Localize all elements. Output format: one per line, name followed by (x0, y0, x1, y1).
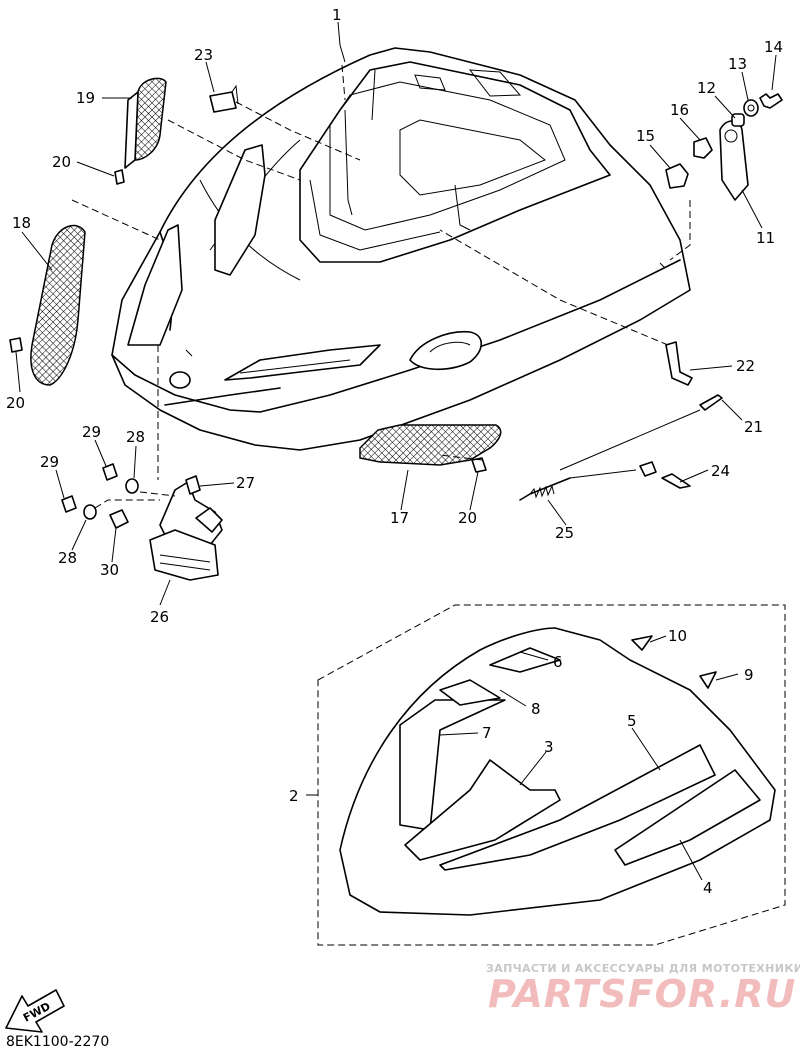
decal-set (317, 604, 786, 946)
hardware (9, 84, 783, 501)
callout-28a: 28 (126, 428, 145, 446)
leader-lines (15, 21, 777, 881)
callout-9: 9 (744, 666, 754, 684)
callout-30: 30 (100, 561, 119, 579)
callout-29a: 29 (82, 423, 101, 441)
callout-12: 12 (697, 79, 716, 97)
callout-20a: 20 (52, 153, 71, 171)
callout-16: 16 (670, 101, 689, 119)
callout-19: 19 (76, 89, 95, 107)
callout-3: 3 (544, 738, 554, 756)
callout-11: 11 (756, 229, 775, 247)
callout-8: 8 (531, 700, 541, 718)
diagram-part-code: 8EK1100-2270 (6, 1034, 110, 1050)
callout-15: 15 (636, 127, 655, 145)
front-cowl (111, 47, 691, 451)
bracket-assembly (61, 463, 223, 581)
callout-4: 4 (703, 879, 713, 897)
callout-13: 13 (728, 55, 747, 73)
callout-27: 27 (236, 474, 255, 492)
callout-25: 25 (555, 524, 574, 542)
callout-1: 1 (332, 6, 342, 24)
callout-24: 24 (711, 462, 730, 480)
callout-28b: 28 (58, 549, 77, 567)
callout-5: 5 (627, 712, 637, 730)
callout-21: 21 (744, 418, 763, 436)
callout-29b: 29 (40, 453, 59, 471)
callouts: 1 2 3 4 5 6 7 8 9 10 11 12 13 14 15 16 1… (6, 6, 783, 897)
callout-20b: 20 (6, 394, 25, 412)
callout-10: 10 (668, 627, 687, 645)
callout-6: 6 (553, 653, 563, 671)
callout-7: 7 (482, 724, 492, 742)
mesh-panels (30, 77, 502, 466)
callout-18: 18 (12, 214, 31, 232)
fwd-arrow-icon: FWD (5, 989, 65, 1033)
watermark-logo: PARTSFOR.RU (488, 972, 797, 1016)
callout-2: 2 (289, 787, 299, 805)
callout-20c: 20 (458, 509, 477, 527)
callout-22: 22 (736, 357, 755, 375)
watermark-tagline: ЗАПЧАСТИ И АКСЕССУАРЫ ДЛЯ МОТОТЕХНИКИ (486, 962, 800, 975)
callout-23: 23 (194, 46, 213, 64)
callout-17: 17 (390, 509, 409, 527)
callout-26: 26 (150, 608, 169, 626)
callout-14: 14 (764, 38, 783, 56)
